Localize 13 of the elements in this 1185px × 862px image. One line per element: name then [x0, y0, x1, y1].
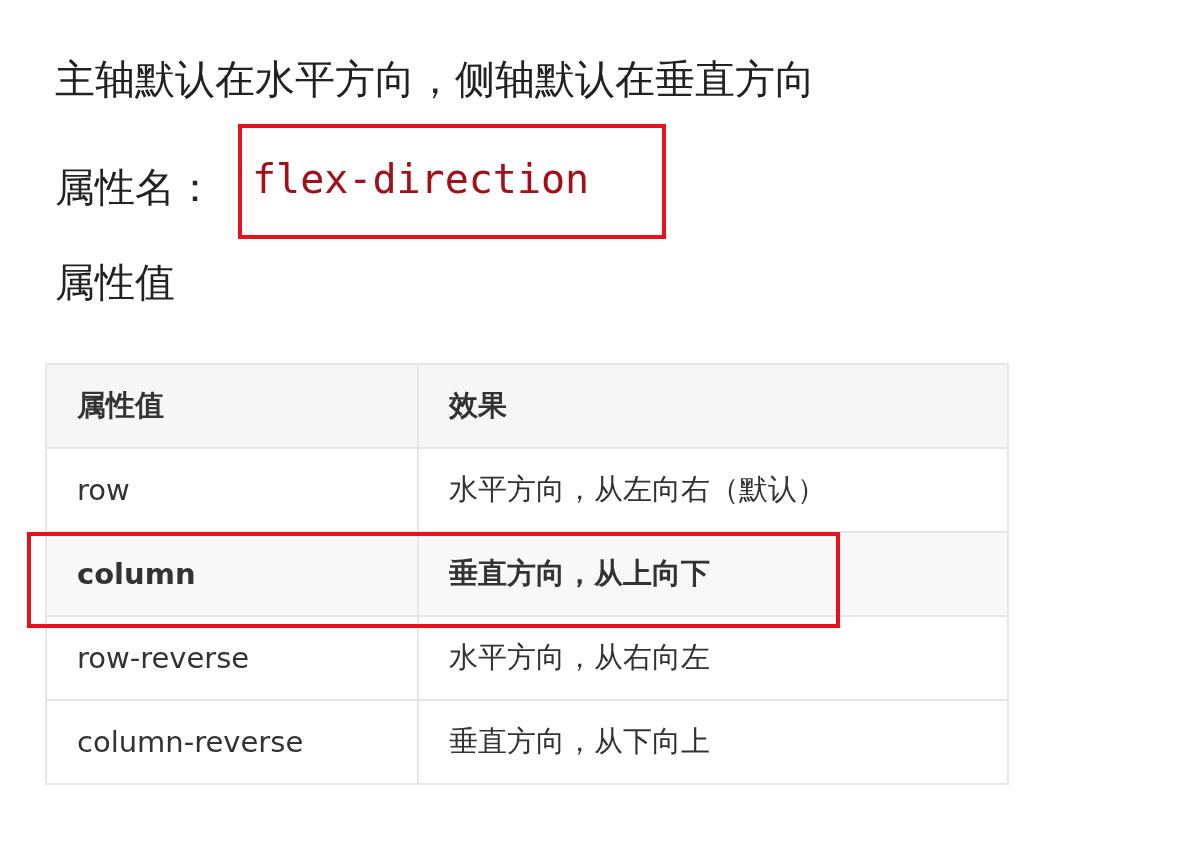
- table-cell: row: [46, 448, 418, 532]
- field-label: 属性名：: [55, 163, 215, 212]
- code-text: flex-direction: [252, 156, 590, 202]
- table-cell: column-reverse: [46, 700, 418, 784]
- table-cell: 垂直方向，从上向下: [418, 532, 1008, 616]
- highlight-box: [238, 124, 666, 239]
- field-label: 属性值: [55, 258, 175, 307]
- table-cell: 水平方向，从右向左: [418, 616, 1008, 700]
- header-cell: 属性值: [46, 364, 418, 448]
- header-cell: 效果: [418, 364, 1008, 448]
- heading-text: 主轴默认在水平方向，侧轴默认在垂直方向: [55, 55, 815, 104]
- table-cell: row-reverse: [46, 616, 418, 700]
- table-cell: 垂直方向，从下向上: [418, 700, 1008, 784]
